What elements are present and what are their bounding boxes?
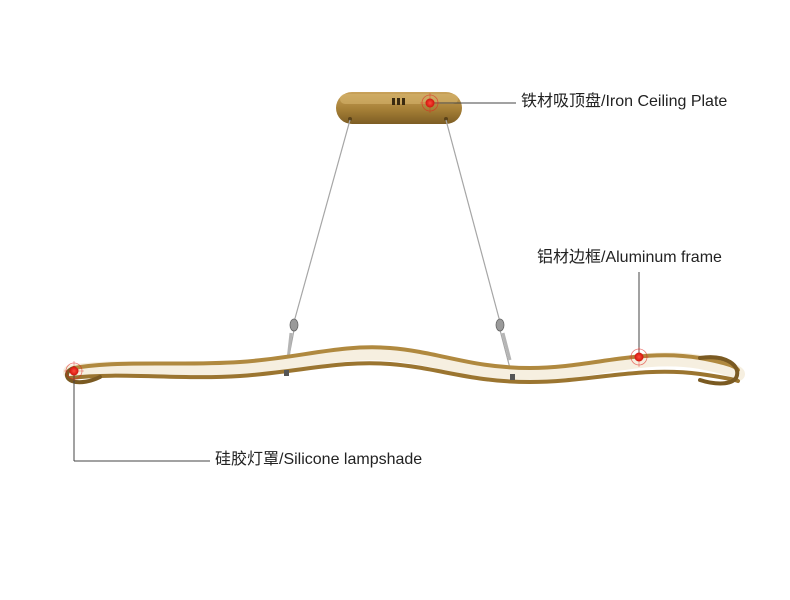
marker-aluminum-frame (629, 347, 649, 367)
wire-grippers (286, 318, 512, 361)
callout-label-ceiling-plate: 铁材吸顶盘/Iron Ceiling Plate (521, 93, 728, 110)
ceiling-plate (336, 92, 462, 124)
wavy-luminaire (63, 345, 745, 386)
callout-label-silicone-shade: 硅胶灯罩/Silicone lampshade (215, 451, 423, 468)
callout-label-aluminum-frame: 铝材边框/Aluminum frame (537, 249, 722, 266)
marker-ceiling-plate (420, 93, 440, 113)
leader-lines (73, 102, 640, 462)
suspension-wires (285, 119, 513, 377)
marker-silicone-shade (64, 361, 84, 381)
